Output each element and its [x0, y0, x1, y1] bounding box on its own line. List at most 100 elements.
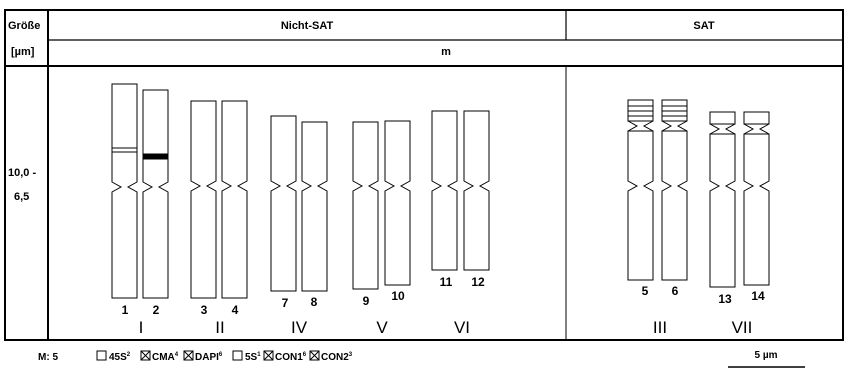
legend-label: 5S	[245, 352, 258, 363]
chromosome	[627, 99, 654, 281]
crossed-box-icon	[140, 350, 151, 361]
pair-label: VII	[732, 318, 753, 337]
legend-label: DAPI	[195, 352, 219, 363]
size-range-line2: 6,5	[14, 191, 29, 203]
secondary-constriction	[743, 123, 770, 135]
legend-item-dapi: DAPI6	[183, 350, 223, 363]
chromosome-outline	[142, 89, 169, 299]
legend-superscript: 1	[257, 352, 261, 358]
chromosome	[431, 110, 458, 271]
chromosome	[142, 89, 169, 299]
crossed-box-icon	[263, 350, 274, 361]
chromosome-outline	[190, 100, 217, 299]
scale-bar-label: 5 µm	[755, 350, 778, 361]
svg-text:CMA4: CMA4	[152, 352, 179, 363]
pair-labels: I II IV V VI III VII	[139, 318, 753, 337]
chromosome-number: 11	[440, 275, 453, 289]
svg-text:CON23: CON23	[321, 352, 353, 363]
chromosome-number: 14	[751, 289, 765, 303]
legend-superscript: 6	[303, 352, 307, 358]
chromosome-outline	[270, 115, 297, 292]
pair-label: VI	[454, 318, 470, 337]
chromosome-number: 8	[311, 295, 318, 309]
chromosome-outline	[384, 120, 411, 286]
chromosome-number: 2	[153, 303, 160, 317]
svg-text:CON16: CON16	[275, 352, 307, 363]
pair-label: IV	[291, 318, 308, 337]
chromosome-number: 10	[391, 289, 405, 303]
chromosome-outline	[463, 110, 490, 271]
pair-label: III	[653, 318, 667, 337]
svg-text:DAPI6: DAPI6	[195, 352, 223, 363]
chromosome	[301, 121, 328, 292]
chromosome-outline	[352, 121, 379, 290]
legend-superscript: 4	[175, 352, 179, 358]
chromosome-numbers: 1 2 3 4 7 8 9 10 11 12 5 6 13 14	[122, 275, 765, 317]
legend-superscript: 3	[349, 352, 353, 358]
chromosome-number: 3	[201, 303, 208, 317]
chromosome-number: 5	[642, 284, 649, 298]
chromosome-group	[111, 83, 770, 299]
crossed-box-icon	[309, 350, 320, 361]
chromosome	[270, 115, 297, 292]
chromosome	[709, 111, 736, 288]
pair-label: V	[376, 318, 388, 337]
chromosome	[661, 99, 688, 281]
subgroup-label: m	[441, 46, 451, 58]
legend-item-con2: CON23	[309, 350, 353, 363]
legend-item-con1: CON16	[263, 350, 307, 363]
empty-box-icon	[96, 350, 107, 361]
chromosome-satellite	[743, 111, 770, 125]
legend-superscript: 2	[127, 352, 131, 358]
legend: 45S2 CMA4 DAPI6 5S1 CON16	[96, 350, 353, 363]
legend-label: CON1	[275, 352, 303, 363]
chromosome	[352, 121, 379, 290]
chromosome-number: 9	[363, 294, 370, 308]
chromosome-number: 6	[672, 284, 679, 298]
pair-label: II	[215, 318, 224, 337]
chromosome-outline	[709, 133, 736, 288]
empty-box-icon	[232, 350, 243, 361]
legend-item-cma: CMA4	[140, 350, 179, 363]
legend-superscript: 6	[219, 352, 223, 358]
svg-text:5S1: 5S1	[245, 352, 261, 363]
scale-bar: 5 µm	[728, 350, 805, 368]
chromosome-number: 13	[718, 292, 732, 306]
size-range-line1: 10,0 -	[8, 167, 36, 179]
chromosome	[221, 100, 248, 299]
chromosome	[463, 110, 490, 271]
chromosome-number: 4	[232, 303, 239, 317]
chromosome-number: 7	[282, 296, 289, 310]
svg-text:45S2: 45S2	[109, 352, 131, 363]
legend-label: 45S	[109, 352, 127, 363]
legend-label: CMA	[152, 352, 175, 363]
table-grid	[4, 9, 844, 341]
chromosome-number: 1	[122, 303, 129, 317]
chromosome-count: M: 5	[38, 352, 58, 363]
secondary-constriction	[709, 123, 736, 135]
group-nonsat-label: Nicht-SAT	[281, 20, 334, 32]
chromosome-outline	[627, 130, 654, 281]
legend-item-5s: 5S1	[232, 350, 261, 363]
chromosome	[111, 83, 138, 299]
pair-label: I	[139, 318, 144, 337]
legend-label: CON2	[321, 352, 349, 363]
chromosome	[190, 100, 217, 299]
chromosome-band	[142, 153, 169, 160]
secondary-constriction	[661, 120, 688, 132]
chromosome-outline	[221, 100, 248, 299]
chromosome-outline	[111, 83, 138, 299]
legend-item-45s: 45S2	[96, 350, 131, 363]
chromosome-outline	[743, 133, 770, 286]
size-label-line1: Größe	[8, 20, 40, 32]
secondary-constriction	[627, 120, 654, 132]
chromosome-satellite	[709, 111, 736, 125]
chromosome-outline	[301, 121, 328, 292]
group-sat-label: SAT	[693, 20, 714, 32]
crossed-box-icon	[183, 350, 194, 361]
size-label-line2: [µm]	[11, 46, 35, 58]
chromosome-number: 12	[471, 275, 485, 289]
chromosome	[384, 120, 411, 286]
